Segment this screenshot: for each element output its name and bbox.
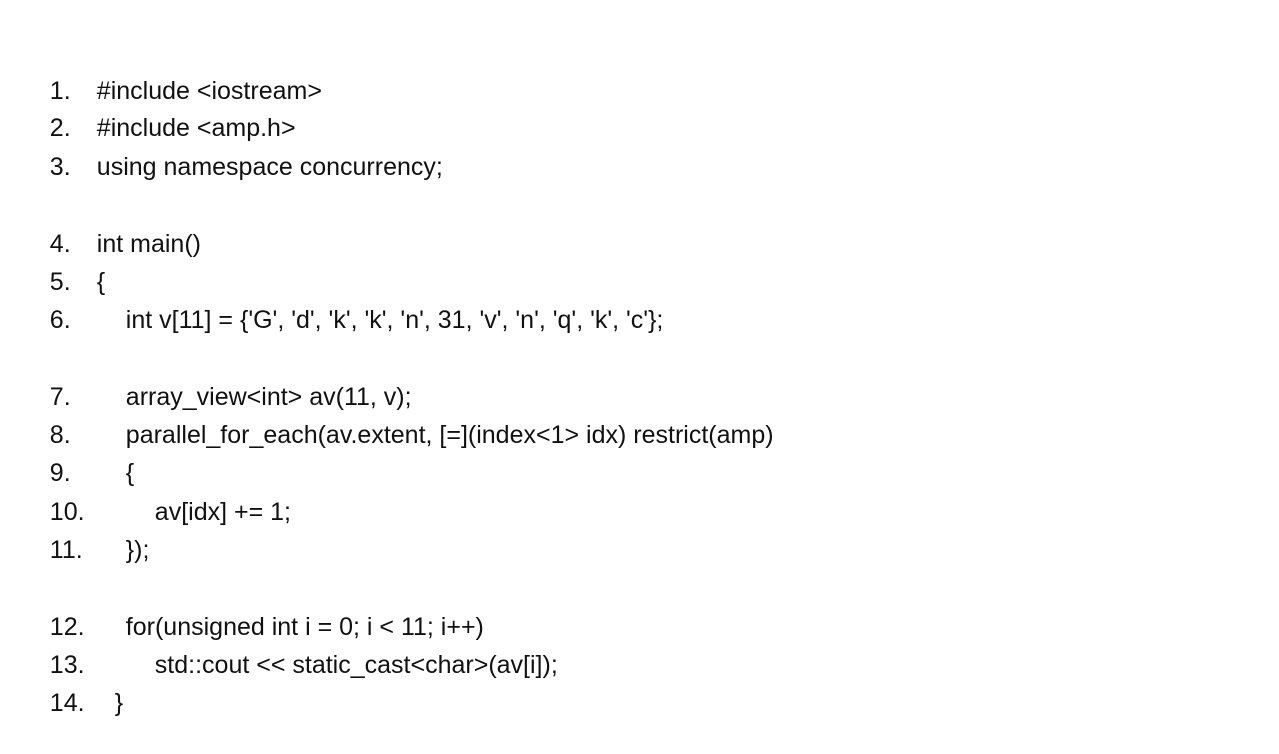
code-line-3: 3. using namespace concurrency;: [22, 116, 443, 181]
code-line-8: 8. parallel_for_each(av.extent, [=](index…: [22, 384, 774, 449]
code-line-5: 5. {: [22, 231, 105, 296]
code-line-9: 9. {: [22, 422, 134, 487]
line-number: 2.: [49, 114, 71, 142]
code-slide: 1. #include <iostream> 2. #include <amp.h>…: [22, 40, 774, 717]
code-text: {: [96, 268, 106, 296]
code-line-1: 1. #include <iostream>: [22, 40, 322, 105]
code-text: #include <iostream>: [96, 77, 322, 105]
line-number: 13.: [49, 651, 85, 679]
code-text: #include <amp.h>: [96, 114, 296, 142]
code-line-2: 2. #include <amp.h>: [22, 77, 296, 142]
code-line-7: 7. array_view<int> av(11, v);: [22, 346, 412, 411]
code-text: }: [114, 689, 124, 717]
code-text: int v[11] = {'G', 'd', 'k', 'k', 'n', 31…: [125, 306, 664, 334]
code-line-14: 14.}: [22, 652, 123, 717]
line-number: 3.: [49, 153, 71, 181]
code-line-13: 13. std::cout << static_cast<char>(av[i])…: [22, 614, 558, 679]
line-number: 6.: [49, 306, 71, 334]
code-text: using namespace concurrency;: [96, 153, 443, 181]
code-text: for(unsigned int i = 0; i < 11; i++): [125, 613, 484, 641]
line-number: 10.: [49, 498, 85, 526]
code-line-4: 4. int main(): [22, 193, 201, 258]
code-text: {: [125, 459, 135, 487]
code-text: array_view<int> av(11, v);: [125, 383, 412, 411]
code-line-6: 6. int v[11] = {'G', 'd', 'k', 'k', 'n', …: [22, 269, 664, 334]
code-line-10: 10. av[idx] += 1;: [22, 461, 291, 526]
line-number: 8.: [49, 421, 71, 449]
line-number: 11.: [49, 536, 83, 564]
line-number: 7.: [49, 383, 71, 411]
code-line-11: 11.});: [22, 499, 150, 564]
code-line-12: 12. for(unsigned int i = 0; i < 11; i++): [22, 576, 484, 641]
line-number: 14.: [49, 689, 85, 717]
code-text: av[idx] += 1;: [154, 498, 291, 526]
line-number: 4.: [49, 230, 71, 258]
code-text: });: [125, 536, 150, 564]
line-number: 5.: [49, 268, 71, 296]
code-text: parallel_for_each(av.extent, [=](index<1…: [125, 421, 774, 449]
code-text: std::cout << static_cast<char>(av[i]);: [154, 651, 558, 679]
code-text: int main(): [96, 230, 201, 258]
line-number: 1.: [49, 77, 71, 105]
line-number: 9.: [49, 459, 71, 487]
line-number: 12.: [49, 613, 85, 641]
